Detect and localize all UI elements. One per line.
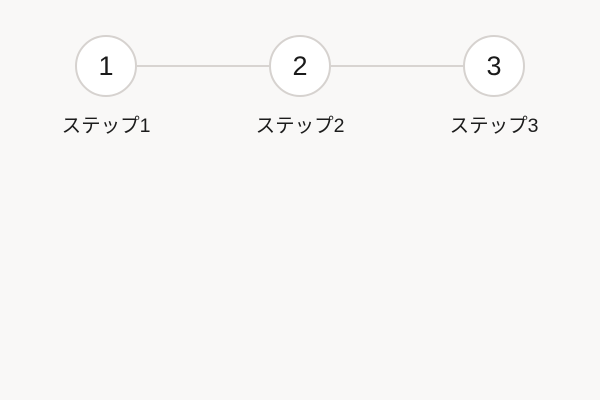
step-item-1[interactable]: 1 ステップ1 (62, 35, 150, 137)
step-number-1: 1 (98, 50, 114, 81)
step-number-2: 2 (292, 50, 308, 81)
step-progress-indicator: 1 ステップ1 2 ステップ2 3 ステップ3 (62, 35, 538, 137)
step-item-2[interactable]: 2 ステップ2 (256, 35, 344, 137)
step-label-3: ステップ3 (449, 115, 539, 137)
step-label-2: ステップ2 (255, 115, 345, 137)
step-connector-2-3 (331, 65, 463, 67)
step-connector-1-2 (137, 65, 269, 67)
step-number-3: 3 (486, 50, 502, 81)
step-circle-1[interactable]: 1 (75, 35, 137, 97)
step-item-3[interactable]: 3 ステップ3 (450, 35, 538, 137)
step-circle-3[interactable]: 3 (463, 35, 525, 97)
step-label-1: ステップ1 (61, 115, 151, 137)
step-circle-2[interactable]: 2 (269, 35, 331, 97)
